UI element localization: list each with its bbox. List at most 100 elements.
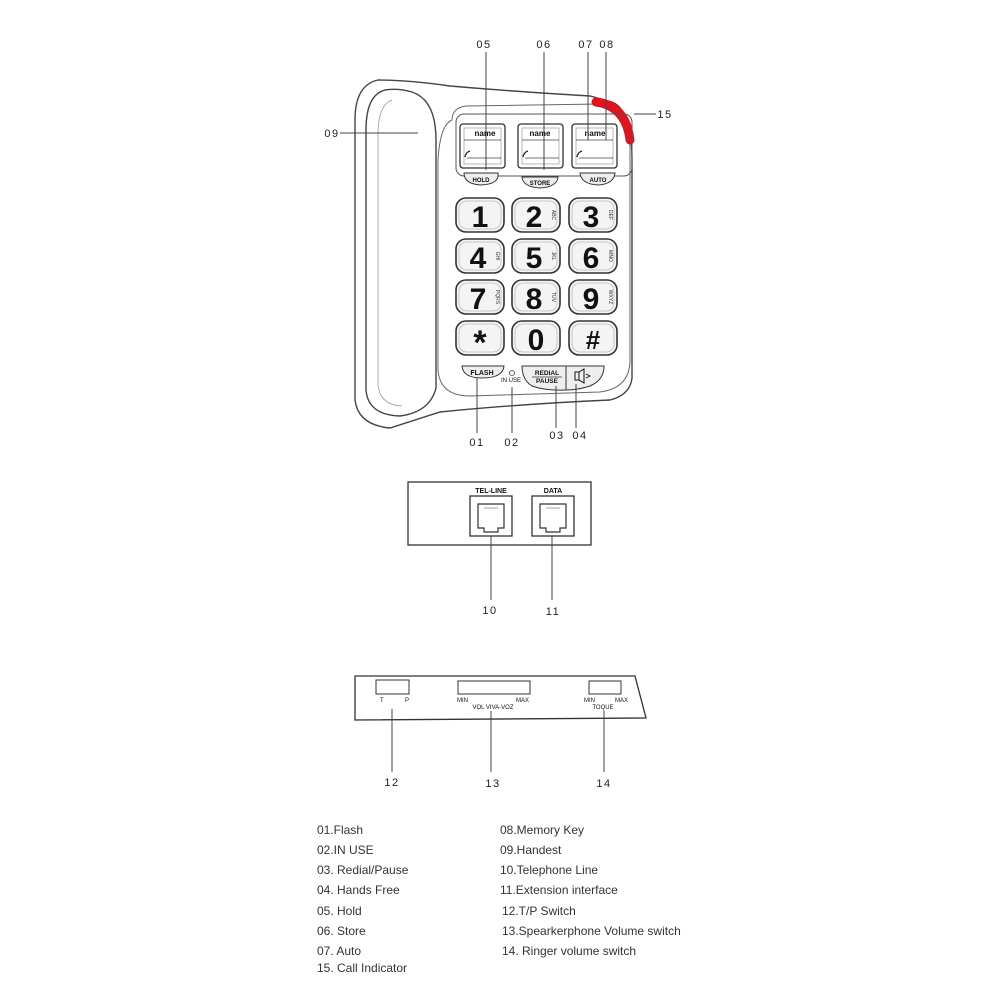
t-label: T — [380, 698, 384, 704]
key-7[interactable]: 7 PQRS — [455, 279, 505, 316]
legend-item-05: 05. Hold — [317, 904, 362, 918]
callout-14: 14 — [596, 778, 611, 790]
key-digit: 1 — [472, 201, 489, 234]
callout-05: 05 — [476, 39, 491, 51]
memory-key-1-name: name — [475, 129, 496, 138]
key-digit: 2 — [526, 201, 543, 234]
key-letters: PQRS — [494, 290, 500, 305]
key-letters: GHI — [494, 252, 500, 261]
auto-button[interactable]: AUTO — [579, 172, 616, 186]
memory-key-2[interactable]: name — [517, 123, 564, 169]
vol-max-label: MAX — [516, 698, 529, 704]
speaker-icon — [574, 368, 592, 384]
legend-item-08: 08.Memory Key — [500, 823, 585, 837]
ring-min-label: MIN — [584, 698, 595, 704]
ring-max-label: MAX — [615, 698, 628, 704]
key-digit: 6 — [583, 242, 600, 275]
handset-icon — [576, 150, 583, 158]
key-star[interactable]: * — [455, 320, 505, 362]
key-digit: # — [586, 325, 601, 355]
key-8[interactable]: 8 TUV — [511, 279, 561, 316]
toque-label: TOQUE — [592, 705, 613, 711]
callout-10: 10 — [482, 605, 497, 617]
side-panel: T P MIN MAX VOL VIVA-VOZ MIN MAX TOQUE — [354, 675, 647, 772]
key-9[interactable]: 9 WXYZ — [568, 279, 618, 316]
key-0[interactable]: 0 — [511, 320, 561, 357]
legend-item-10: 10.Telephone Line — [500, 863, 599, 877]
callout-11: 11 — [546, 606, 560, 618]
key-letters: TUV — [550, 292, 556, 303]
back-panel: TEL-LINE DATA — [407, 481, 592, 600]
key-digit: 0 — [528, 324, 545, 357]
tel-line-label: TEL-LINE — [475, 488, 507, 495]
key-digit: 7 — [470, 283, 487, 316]
key-letters: ABC — [550, 210, 556, 221]
speakerphone-volume-switch[interactable]: MIN MAX VOL VIVA-VOZ — [457, 680, 531, 711]
memory-key-3[interactable]: name — [571, 123, 618, 169]
key-digit: 4 — [470, 242, 487, 275]
redial-label: REDIAL — [535, 370, 559, 377]
callout-09: 09 — [324, 128, 339, 140]
tp-switch[interactable]: T P — [375, 679, 410, 704]
data-jack[interactable] — [531, 495, 575, 537]
keypad: 1 2 ABC 3 DEF 4 GHI 5 JKL 6 MNO — [455, 197, 618, 362]
callout-15: 15 — [657, 109, 672, 121]
callout-numbers: 01 02 03 04 05 06 07 08 09 15 10 11 12 1… — [324, 39, 672, 790]
callout-12: 12 — [384, 777, 399, 789]
callout-07: 07 — [578, 39, 593, 51]
legend-item-15: 15. Call Indicator — [317, 961, 408, 975]
key-letters: WXYZ — [607, 290, 613, 304]
callout-02: 02 — [504, 437, 519, 449]
key-3[interactable]: 3 DEF — [568, 197, 618, 234]
hold-button[interactable]: HOLD — [463, 172, 499, 186]
key-letters: DEF — [607, 210, 613, 220]
legend-item-12: 12.T/P Switch — [502, 904, 576, 918]
callout-01: 01 — [469, 437, 484, 449]
callout-04: 04 — [572, 430, 587, 442]
p-label: P — [405, 698, 409, 704]
handset-icon — [522, 150, 529, 158]
legend-item-11: 11.Extension interface — [500, 883, 618, 897]
legend-item-01: 01.Flash — [317, 823, 364, 837]
store-button[interactable]: STORE — [521, 176, 559, 189]
key-digit: * — [473, 324, 487, 362]
store-label: STORE — [530, 181, 551, 187]
key-hash[interactable]: # — [568, 320, 618, 356]
handset — [365, 88, 437, 417]
memory-key-3-name: name — [585, 129, 606, 138]
flash-button[interactable]: FLASH — [461, 365, 505, 379]
legend-item-07: 07. Auto — [317, 944, 362, 958]
phone-callout-lines — [340, 52, 656, 433]
callout-06: 06 — [536, 39, 551, 51]
key-letters: JKL — [550, 252, 556, 261]
key-digit: 9 — [583, 283, 600, 316]
legend-item-02: 02.IN USE — [317, 843, 374, 857]
in-use-indicator: IN USE — [501, 370, 521, 384]
legend-item-14: 14. Ringer volume switch — [502, 944, 637, 958]
key-1[interactable]: 1 — [455, 197, 505, 234]
key-digit: 5 — [526, 242, 543, 275]
auto-label: AUTO — [590, 178, 607, 184]
redial-pause-button[interactable]: REDIAL PAUSE — [521, 365, 567, 391]
legend-item-13: 13.Spearkerphone Volume switch — [502, 924, 681, 938]
memory-key-2-name: name — [530, 129, 551, 138]
key-2[interactable]: 2 ABC — [511, 197, 561, 234]
callout-13: 13 — [485, 778, 500, 790]
memory-key-1[interactable]: name — [459, 123, 506, 169]
legend-item-09: 09.Handest — [500, 843, 562, 857]
key-5[interactable]: 5 JKL — [511, 238, 561, 275]
vol-viva-voz-label: VOL VIVA-VOZ — [472, 705, 513, 711]
key-digit: 3 — [583, 201, 600, 234]
pause-label: PAUSE — [536, 378, 559, 385]
legend-item-06: 06. Store — [317, 924, 366, 938]
hold-label: HOLD — [473, 178, 491, 184]
data-label: DATA — [544, 488, 562, 495]
key-4[interactable]: 4 GHI — [455, 238, 505, 275]
legend-item-03: 03. Redial/Pause — [317, 863, 409, 877]
key-letters: MNO — [607, 250, 613, 262]
tel-line-jack[interactable] — [469, 495, 513, 537]
key-digit: 8 — [526, 283, 543, 316]
key-6[interactable]: 6 MNO — [568, 238, 618, 275]
ringer-volume-switch[interactable]: MIN MAX TOQUE — [584, 680, 628, 711]
